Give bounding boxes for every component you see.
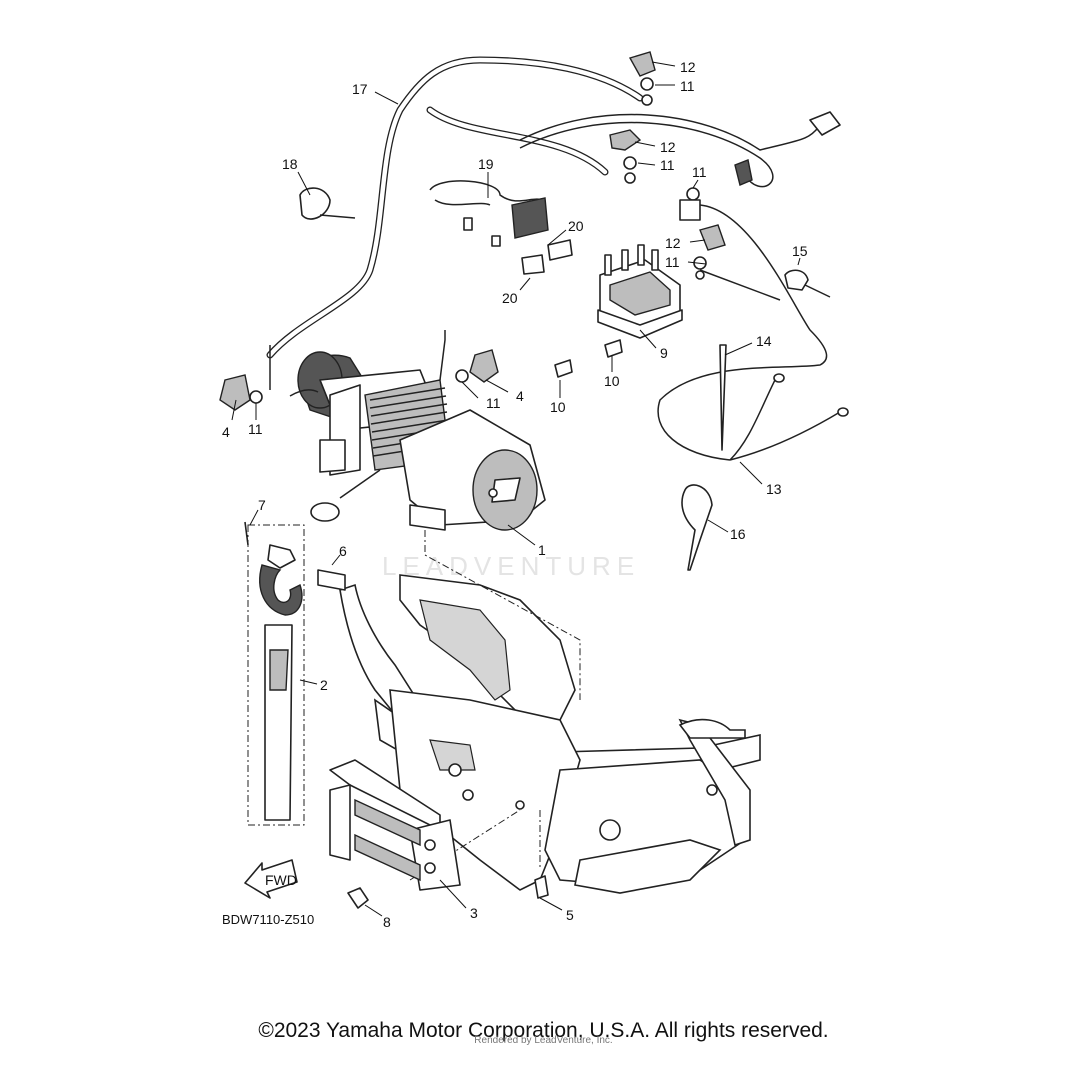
hook-strap-assembly [244,521,346,826]
diagram-code: BDW7110-Z510 [222,912,315,927]
watermark: LEADVENTURE [382,551,640,581]
callout-13: 13 [766,481,782,497]
callout-3: 3 [470,905,478,921]
callout-12a: 12 [680,59,696,75]
fwd-arrow: FWD [244,859,298,899]
winch-assembly [289,351,546,531]
callout-2: 2 [320,677,328,693]
callout-10b: 10 [604,373,620,389]
callout-4a: 4 [222,424,230,440]
callout-leaders [231,61,801,917]
frame-assembly [339,530,761,894]
callout-18: 18 [282,156,298,172]
small-parts [219,51,849,571]
callout-4b: 4 [516,388,524,404]
callout-11c: 11 [680,78,695,94]
callout-19: 19 [478,156,494,172]
callout-10a: 10 [550,399,566,415]
callout-12b: 12 [660,139,676,155]
callout-8: 8 [383,914,391,930]
callout-17: 17 [352,81,368,97]
callout-numbers: 1 2 3 4 4 5 6 7 8 9 10 10 11 11 11 11 11… [222,59,808,930]
callout-11f: 11 [665,254,680,270]
fwd-label: FWD [265,872,297,888]
callout-16: 16 [730,526,746,542]
callout-9: 9 [660,345,668,361]
callout-20b: 20 [502,290,518,306]
solenoid-assembly [597,244,683,339]
callout-11a: 11 [486,395,501,411]
callout-1: 1 [538,542,546,558]
copyright-text: ©2023 Yamaha Motor Corporation, U.S.A. A… [258,1019,829,1042]
callout-11b: 11 [248,421,263,437]
callout-15: 15 [792,243,808,259]
callout-11d: 11 [660,157,675,173]
callout-7: 7 [258,497,266,513]
rendered-by-text: Rendered by LeadVenture, Inc. [474,1035,613,1046]
callout-20a: 20 [568,218,584,234]
callout-11e: 11 [692,164,707,180]
callout-12c: 12 [665,235,681,251]
callout-6: 6 [339,543,347,559]
callout-5: 5 [566,907,574,923]
wire-harness [266,56,841,461]
fairlead-assembly [329,759,549,909]
callout-14: 14 [756,333,772,349]
